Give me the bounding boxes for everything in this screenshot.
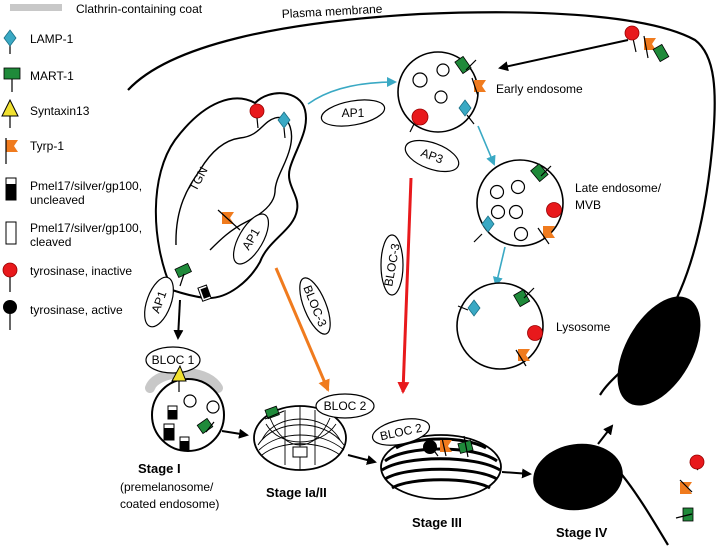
plasma-membrane-label: Plasma membrane [281,2,383,21]
syntaxin13-icon [1,98,19,128]
legend-pmel-cleaved-1: Pmel17/silver/gp100, [30,221,142,235]
stage3-organelle [380,434,502,500]
stage1-label: Stage I [138,461,181,476]
tgn-tyrp1 [217,209,241,231]
legend-syntaxin13: Syntaxin13 [30,104,90,118]
bloc1-label: BLOC 1 [152,353,195,367]
syntaxin13-stage1 [171,364,187,392]
early-endosome [397,51,486,133]
pmel-uncleaved-icon [5,177,17,201]
stage1a2-label: Stage Ia/II [266,485,327,500]
stage4-organelle [533,443,623,511]
mart1-icon [3,67,21,92]
pmel-cleaved-icon [5,221,17,245]
stage4-label: Stage IV [556,525,608,540]
legend-pmel-uncleaved-2: uncleaved [30,193,85,207]
legend-clathrin: Clathrin-containing coat [76,2,203,16]
clathrin-coat-swatch [10,4,62,11]
late-endosome [473,159,564,247]
bloc3-mid: BLOC-3 [299,277,331,335]
ap1-top: AP1 [320,99,386,127]
legend-pmel-cleaved-2: cleaved [30,235,71,249]
arrow-orange-bloc3 [274,267,330,392]
late-endosome-label-1: Late endosome/ [575,181,662,195]
arrow-early-to-late [477,125,496,166]
stage1-organelle [145,368,225,452]
pm-docked-melanosome [617,296,701,406]
tyrp1-icon [5,138,18,164]
ap1-left: AP1 [144,276,174,328]
arrow-stage1a2-to-3 [347,454,377,465]
tgn-membrane [154,92,307,300]
tgn-lamp1 [277,111,291,139]
stage3-label: Stage III [412,515,462,530]
lysosome [456,282,544,370]
bloc2-a: BLOC 2 [315,393,375,419]
bloc1: BLOC 1 [145,346,201,374]
ap1-top-label: AP1 [342,106,365,120]
legend-pmel-uncleaved-1: Pmel17/silver/gp100, [30,179,142,193]
pm-protein-cluster-bottom [675,454,705,522]
early-endosome-label: Early endosome [496,82,583,96]
stage1-sub2: coated endosome) [120,497,219,511]
tgn-tyrosinase [249,103,265,129]
arrow-late-to-lysosome [492,246,506,287]
bloc2-a-label: BLOC 2 [324,399,367,413]
arrow-pm-to-early-endosome [498,39,629,72]
stage1-sub1: (premelanosome/ [120,480,214,494]
stage1a2-organelle [253,405,347,471]
ap3: AP3 [404,139,460,173]
bloc3-right: BLOC-3 [380,234,404,296]
arrow-stage3-to-4 [501,468,532,479]
lysosome-label: Lysosome [556,320,611,334]
pm-protein-cluster-top [624,25,670,63]
tyrosinase-inactive-icon [2,262,18,292]
legend-tyr-inactive: tyrosinase, inactive [30,264,132,278]
ap1-tgn: AP1 [232,213,270,265]
arrow-stage4-to-pm [597,424,614,445]
bloc2-b: BLOC 2 [371,418,431,446]
arrow-stage1-to-1a2 [221,428,249,439]
legend-tyrp1: Tyrp-1 [30,139,64,153]
tgn-label: TGN [186,164,210,193]
arrow-red-bloc3 [397,177,413,394]
arrow-tgn-to-early-endosome [307,77,397,105]
legend: Clathrin-containing coat LAMP-1 MART-1 S… [1,2,203,330]
tgn-bud-proteins [174,262,212,302]
tyrosinase-active-icon [3,300,17,330]
legend-mart1: MART-1 [30,69,74,83]
legend-tyr-active: tyrosinase, active [30,303,123,317]
legend-lamp1: LAMP-1 [30,32,74,46]
late-endosome-label-2: MVB [575,198,601,212]
arrow-tgn-to-stage1 [173,299,184,340]
lamp1-icon [3,29,17,54]
